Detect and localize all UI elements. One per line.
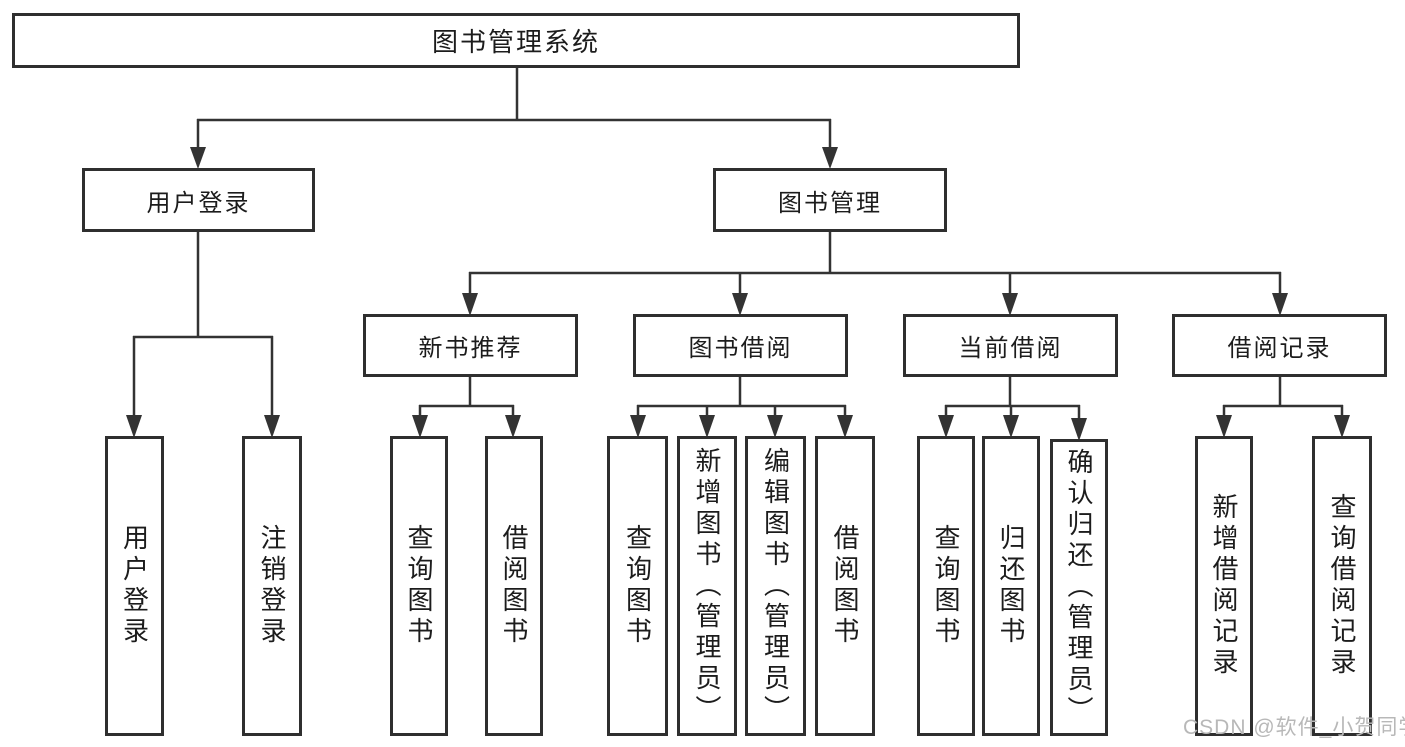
node-label: 借阅图书	[499, 524, 529, 648]
leaf-query-books-3: 查询图书	[917, 436, 975, 736]
node-label: 图书借阅	[688, 335, 793, 362]
node-label: 借阅记录	[1227, 335, 1332, 362]
node-current-borrowing: 当前借阅	[903, 314, 1118, 377]
leaf-borrow-books-1: 借阅图书	[485, 436, 543, 736]
node-label: 新书推荐	[418, 335, 523, 362]
leaf-borrow-books-2: 借阅图书	[815, 436, 875, 736]
node-label: 查询图书	[622, 524, 653, 648]
node-label: 用户登录	[119, 524, 150, 648]
node-new-book-recommend: 新书推荐	[363, 314, 578, 377]
node-label: 新增图书（管理员）	[692, 446, 722, 726]
leaf-edit-book-admin: 编辑图书（管理员）	[745, 436, 806, 736]
node-borrowing-records: 借阅记录	[1172, 314, 1387, 377]
node-label: 图书管理系统	[431, 27, 600, 57]
node-user-login-branch: 用户登录	[82, 168, 315, 232]
node-label: 查询借阅记录	[1327, 493, 1357, 679]
node-label: 当前借阅	[958, 335, 1063, 362]
csdn-watermark: CSDN @软件_小贺同学	[1183, 716, 1405, 739]
leaf-confirm-return-admin: 确认归还（管理员）	[1050, 439, 1108, 736]
leaf-return-book: 归还图书	[982, 436, 1040, 736]
node-label: 借阅图书	[830, 524, 860, 648]
leaf-query-books-1: 查询图书	[390, 436, 448, 736]
node-label: 编辑图书（管理员）	[760, 446, 791, 726]
node-label: 查询图书	[931, 524, 961, 648]
node-label: 查询图书	[404, 524, 434, 648]
node-label: 用户登录	[146, 189, 251, 217]
node-book-management-branch: 图书管理	[713, 168, 947, 232]
node-label: 确认归还（管理员）	[1064, 448, 1094, 727]
leaf-add-borrow-record: 新增借阅记录	[1195, 436, 1253, 736]
leaf-add-book-admin: 新增图书（管理员）	[677, 436, 737, 736]
leaf-logout: 注销登录	[242, 436, 302, 736]
node-label: 图书管理	[778, 189, 882, 217]
leaf-query-borrow-record: 查询借阅记录	[1312, 436, 1372, 736]
leaf-user-login: 用户登录	[105, 436, 164, 736]
node-library-management-system: 图书管理系统	[12, 13, 1020, 68]
leaf-query-books-2: 查询图书	[607, 436, 668, 736]
node-label: 注销登录	[257, 524, 287, 648]
node-label: 归还图书	[996, 524, 1026, 648]
node-label: 新增借阅记录	[1209, 493, 1239, 679]
node-book-borrowing: 图书借阅	[633, 314, 848, 377]
